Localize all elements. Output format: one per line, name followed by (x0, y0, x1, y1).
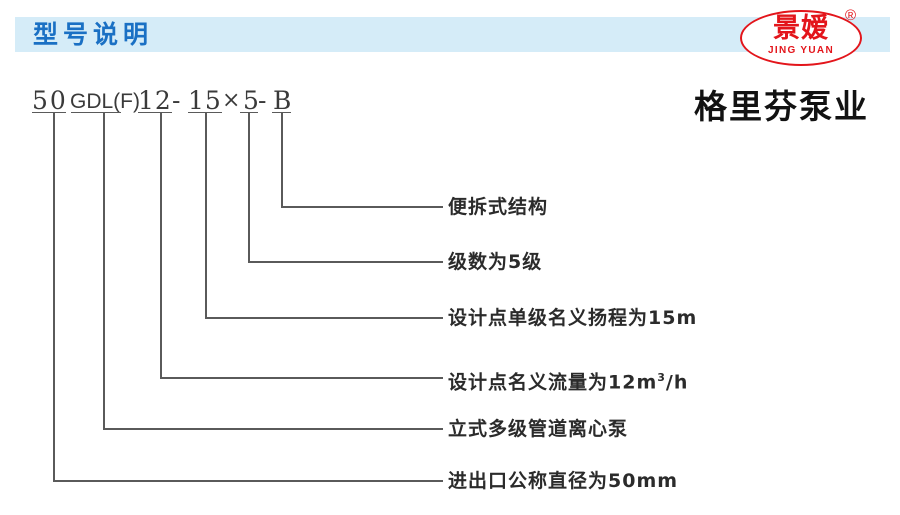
callout-flow-pre: 设计点名义流量为12m (448, 371, 658, 394)
logo-chinese-mark: 景嫒 (773, 13, 829, 44)
code-segment-stages: 5 (243, 86, 259, 115)
underline-stages (240, 112, 258, 113)
callout-label-flow: 设计点名义流量为12m3/h (448, 367, 688, 393)
underline-head (188, 112, 222, 113)
code-segment-diameter: 50 (32, 86, 68, 115)
leader-line-head (205, 112, 443, 319)
code-segment-flow: 12 (138, 86, 172, 115)
code-segment-variant: B (273, 86, 292, 115)
callout-label-variant: 便拆式结构 (448, 196, 549, 218)
callout-label-head: 设计点单级名义扬程为15m (448, 307, 698, 329)
code-segment-series: GDL(F) (70, 90, 140, 113)
underline-flow (138, 112, 172, 113)
leader-line-series (103, 112, 443, 430)
registered-trademark-icon: ® (845, 7, 857, 24)
underline-variant (272, 112, 291, 113)
callout-label-series: 立式多级管道离心泵 (448, 418, 629, 440)
callout-label-diameter: 进出口公称直径为50mm (448, 470, 679, 492)
callout-flow-post: /h (665, 371, 689, 394)
code-segment-head: 15 (188, 86, 222, 115)
logo-pinyin-mark: JING YUAN (768, 45, 834, 56)
code-separator-dash-1: - (172, 86, 181, 115)
leader-line-diameter (53, 112, 443, 482)
code-separator-times: × (222, 88, 241, 113)
page-title: 型号说明 (33, 20, 154, 49)
code-separator-dash-2: - (258, 86, 267, 115)
company-logo: 景嫒 JING YUAN ® (740, 8, 870, 70)
brand-name: 格里芬泵业 (694, 87, 869, 126)
underline-diameter (32, 112, 66, 113)
callout-flow-superscript: 3 (657, 371, 666, 384)
callout-label-stages: 级数为5级 (448, 251, 543, 273)
leader-line-flow (160, 112, 443, 379)
leader-line-stages (248, 112, 443, 263)
leader-line-variant (281, 112, 443, 208)
logo-oval-shape (740, 10, 862, 66)
underline-series (71, 112, 121, 113)
